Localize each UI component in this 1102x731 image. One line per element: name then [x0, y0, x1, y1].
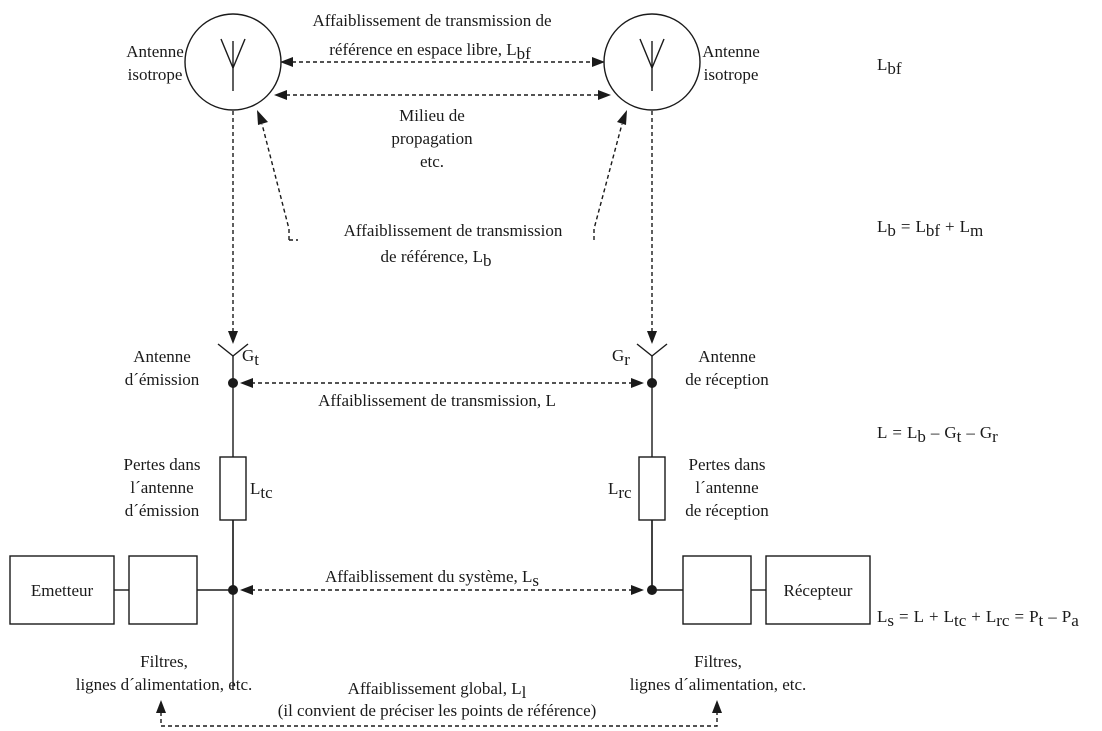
medium-arrow — [274, 90, 611, 100]
rx-losses-label-2: l´antenne — [695, 478, 758, 497]
receiver-box — [765, 555, 871, 625]
system-loss-label: Affaiblissement du système, Ls — [325, 567, 539, 590]
free-space-loss-text: référence en espace libre, — [329, 40, 502, 59]
overall-loss-note: (il convient de préciser les points de r… — [278, 701, 597, 720]
emitter-label: Emetteur — [31, 581, 94, 600]
rx-antenna-label-1: Antenne — [698, 347, 756, 366]
emitter-box — [9, 555, 115, 625]
rx-vertical-dashed — [647, 111, 657, 344]
reference-loss-label-1: Affaiblissement de transmission — [344, 221, 563, 240]
tx-system-point — [228, 585, 238, 595]
filters-right-label-1: Filtres, — [694, 652, 742, 671]
tx-losses-label-1: Pertes dans — [124, 455, 201, 474]
overall-loss-bracket — [156, 700, 722, 727]
equation-lbf: Lbf — [877, 55, 902, 78]
overall-loss-label: Affaiblissement global, Ll — [348, 679, 527, 702]
filters-right-label-2: lignes d´alimentation, etc. — [630, 675, 807, 694]
transmission-loss-arrow — [240, 378, 644, 388]
equation-lb: Lb=Lbf+Lm — [877, 217, 983, 240]
tx-losses-label-2: l´antenne — [130, 478, 193, 497]
isotropic-antenna-left — [184, 13, 282, 111]
filters-left-label-1: Filtres, — [140, 652, 188, 671]
rx-antenna-loss-resistor — [638, 456, 666, 521]
reference-loss-text: de référence, — [381, 247, 469, 266]
tx-losses-label-3: d´émission — [125, 501, 200, 520]
iso-antenna-right-label-2: isotrope — [704, 65, 759, 84]
rx-losses-label-3: de réception — [685, 501, 769, 520]
tx-filter-box — [128, 555, 198, 625]
free-space-loss-arrow — [280, 57, 605, 67]
ltc-label: Ltc — [250, 479, 273, 502]
iso-antenna-left-label-2: isotrope — [128, 65, 183, 84]
system-loss-arrow — [240, 585, 644, 595]
medium-label-2: propagation — [391, 129, 473, 148]
rx-system-point — [647, 585, 657, 595]
isotropic-antenna-right — [603, 13, 701, 111]
gain-tx-label: Gt — [242, 346, 259, 369]
tx-antenna-loss-resistor — [219, 456, 247, 521]
iso-antenna-right-label-1: Antenne — [702, 42, 760, 61]
iso-antenna-left-label-1: Antenne — [126, 42, 184, 61]
tx-antenna-label-1: Antenne — [133, 347, 191, 366]
free-space-loss-label-1: Affaiblissement de transmission de — [312, 11, 551, 30]
equation-ls: Ls=L+Ltc+Lrc=Pt–Pa — [877, 607, 1079, 630]
medium-label-1: Milieu de — [399, 106, 465, 125]
medium-label-3: etc. — [420, 152, 444, 171]
equation-l: L=Lb–Gt–Gr — [877, 423, 998, 446]
tx-antenna-label-2: d´émission — [125, 370, 200, 389]
filters-left-label-2: lignes d´alimentation, etc. — [76, 675, 253, 694]
free-space-loss-label-2: référence en espace libre, Lbf — [329, 40, 531, 63]
gain-rx-label: Gr — [612, 346, 630, 369]
reference-loss-bracket — [257, 110, 627, 241]
tx-vertical-dashed — [228, 111, 238, 344]
transmission-loss-label: Affaiblissement de transmission, L — [318, 391, 556, 410]
lrc-label: Lrc — [608, 479, 632, 502]
rx-losses-label-1: Pertes dans — [689, 455, 766, 474]
rx-antenna-label-2: de réception — [685, 370, 769, 389]
receiver-label: Récepteur — [784, 581, 853, 600]
reference-loss-label-2: de référence, Lb — [381, 247, 492, 270]
rx-filter-box — [682, 555, 752, 625]
